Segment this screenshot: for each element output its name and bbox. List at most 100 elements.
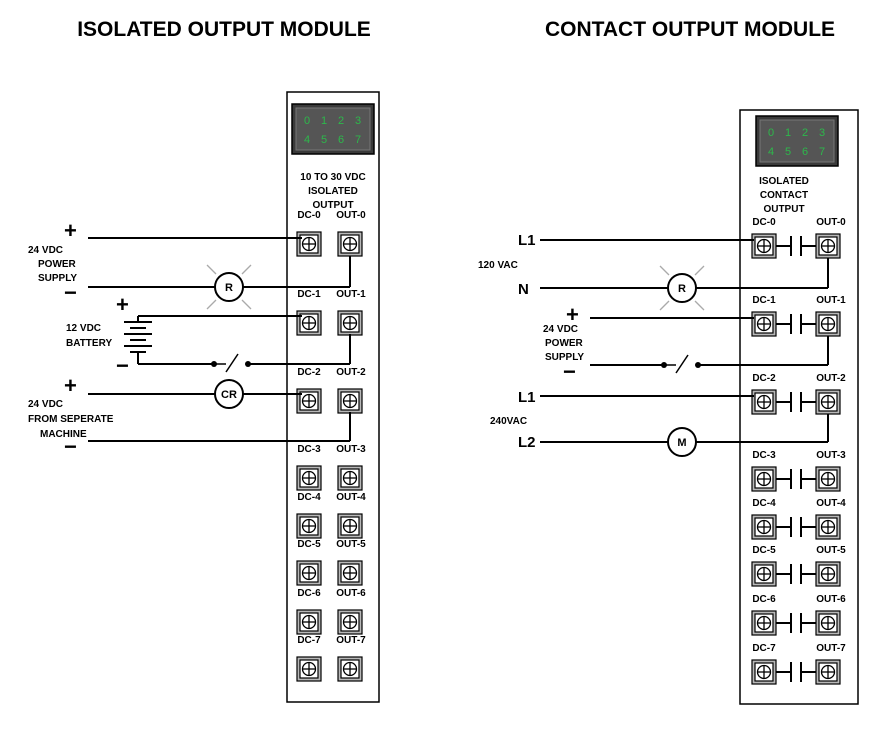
left-terminal-out-screw[interactable] bbox=[337, 609, 363, 635]
left-terminal-out-screw[interactable] bbox=[337, 310, 363, 336]
right-ac2-voltage: 240VAC bbox=[490, 416, 527, 427]
led-digit: 7 bbox=[355, 134, 361, 146]
contact-symbol bbox=[776, 314, 816, 334]
contact-symbol bbox=[776, 564, 816, 584]
right-terminal-out-screw[interactable] bbox=[815, 233, 841, 259]
right-terminal-out-screw[interactable] bbox=[815, 659, 841, 685]
right-terminal-dc-screw[interactable] bbox=[751, 561, 777, 587]
right-terminal-dc-screw[interactable] bbox=[751, 311, 777, 337]
svg-text:R: R bbox=[225, 282, 233, 294]
left-terminal-out-screw[interactable] bbox=[337, 656, 363, 682]
left-terminal-dc-screw[interactable] bbox=[296, 388, 322, 414]
right-terminal-out-screw[interactable] bbox=[815, 610, 841, 636]
left-supply1-minus: − bbox=[64, 280, 77, 305]
left-terminal-label-dc: DC-5 bbox=[297, 539, 321, 550]
right-terminal-label-dc: DC-5 bbox=[752, 545, 776, 556]
right-ac1-l1: L1 bbox=[518, 232, 536, 249]
contact-symbol bbox=[776, 517, 816, 537]
left-supply2-text1: 24 VDC bbox=[28, 399, 63, 410]
contact-symbol bbox=[776, 469, 816, 489]
right-load-m: M bbox=[667, 427, 697, 457]
led-digit: 4 bbox=[768, 146, 774, 158]
right-terminal-label-out: OUT-1 bbox=[816, 295, 846, 306]
right-terminal-dc-screw[interactable] bbox=[751, 389, 777, 415]
left-terminal-label-out: OUT-7 bbox=[336, 635, 366, 646]
left-supply2-text2: FROM SEPERATE bbox=[28, 414, 114, 425]
led-digit: 5 bbox=[785, 146, 791, 158]
left-supply1-plus: + bbox=[64, 218, 77, 243]
led-digit: 0 bbox=[768, 127, 774, 139]
right-terminal-label-dc: DC-4 bbox=[752, 498, 776, 509]
right-terminal-dc-screw[interactable] bbox=[751, 659, 777, 685]
led-digit: 0 bbox=[304, 115, 310, 127]
left-terminal-label-dc: DC-4 bbox=[297, 492, 321, 503]
left-terminal-out-screw[interactable] bbox=[337, 560, 363, 586]
left-supply2-plus: + bbox=[64, 373, 77, 398]
led-digit: 4 bbox=[304, 134, 310, 146]
svg-text:R: R bbox=[678, 283, 686, 295]
left-terminal-dc-screw[interactable] bbox=[296, 560, 322, 586]
left-terminal-dc-screw[interactable] bbox=[296, 656, 322, 682]
right-terminal-label-dc: DC-0 bbox=[752, 217, 776, 228]
left-terminal-dc-screw[interactable] bbox=[296, 310, 322, 336]
left-terminal-label-out: OUT-2 bbox=[336, 367, 366, 378]
left-terminal-out-screw[interactable] bbox=[337, 513, 363, 539]
left-supply2-text3: MACHINE bbox=[40, 429, 87, 440]
right-terminal-out-screw[interactable] bbox=[815, 466, 841, 492]
right-terminal-label-out: OUT-6 bbox=[816, 594, 846, 605]
left-wiring: + 24 VDC POWER SUPPLY − R + 12 VDC BATTE… bbox=[28, 218, 351, 459]
left-terminal-label-dc: DC-0 bbox=[297, 210, 321, 221]
left-terminal-dc-screw[interactable] bbox=[296, 465, 322, 491]
led-digit: 3 bbox=[819, 127, 825, 139]
left-terminal-out-screw[interactable] bbox=[337, 388, 363, 414]
left-terminal-label-dc: DC-3 bbox=[297, 444, 321, 455]
led-digit: 6 bbox=[338, 134, 344, 146]
right-terminal-out-screw[interactable] bbox=[815, 561, 841, 587]
led-digit: 3 bbox=[355, 115, 361, 127]
left-terminal-label-dc: DC-7 bbox=[297, 635, 321, 646]
right-supply-text2: POWER bbox=[545, 338, 584, 349]
led-digit: 1 bbox=[785, 127, 791, 139]
right-supply-plus: + bbox=[566, 302, 579, 327]
led-digit: 1 bbox=[321, 115, 327, 127]
right-terminal-dc-screw[interactable] bbox=[751, 466, 777, 492]
battery-symbol bbox=[124, 316, 152, 364]
left-terminal-dc-screw[interactable] bbox=[296, 513, 322, 539]
left-header-line1: 10 TO 30 VDC bbox=[300, 172, 365, 183]
right-terminal-dc-screw[interactable] bbox=[751, 514, 777, 540]
left-terminal-dc-screw[interactable] bbox=[296, 609, 322, 635]
right-terminal-out-screw[interactable] bbox=[815, 311, 841, 337]
left-terminal-dc-screw[interactable] bbox=[296, 231, 322, 257]
right-supply-text1: 24 VDC bbox=[543, 324, 578, 335]
left-header-line3: OUTPUT bbox=[312, 200, 353, 211]
right-header-line2: CONTACT bbox=[760, 190, 808, 201]
right-terminal-label-dc: DC-3 bbox=[752, 450, 776, 461]
left-battery-text1: 12 VDC bbox=[66, 323, 101, 334]
contact-symbol bbox=[776, 662, 816, 682]
right-terminal-out-screw[interactable] bbox=[815, 514, 841, 540]
left-terminal-label-dc: DC-1 bbox=[297, 289, 321, 300]
right-header-line1: ISOLATED bbox=[759, 176, 809, 187]
left-battery-text2: BATTERY bbox=[66, 338, 112, 349]
right-terminal-dc-screw[interactable] bbox=[751, 610, 777, 636]
right-terminal-out-screw[interactable] bbox=[815, 389, 841, 415]
left-supply1-text1: 24 VDC bbox=[28, 245, 63, 256]
right-supply-text3: SUPPLY bbox=[545, 352, 584, 363]
left-battery-minus: − bbox=[116, 353, 129, 378]
right-terminal-dc-screw[interactable] bbox=[751, 233, 777, 259]
led-digit: 7 bbox=[819, 146, 825, 158]
left-header-line2: ISOLATED bbox=[308, 186, 358, 197]
left-terminal-out-screw[interactable] bbox=[337, 465, 363, 491]
right-header-line3: OUTPUT bbox=[763, 204, 804, 215]
left-supply1-text3: SUPPLY bbox=[38, 273, 77, 284]
right-wiring: L1 120 VAC N R + 24 VDC POWER SUPPLY − bbox=[478, 232, 829, 457]
left-terminal-label-out: OUT-3 bbox=[336, 444, 366, 455]
right-terminal-label-out: OUT-0 bbox=[816, 217, 846, 228]
right-ac1-voltage: 120 VAC bbox=[478, 260, 518, 271]
contact-symbol bbox=[776, 392, 816, 412]
left-terminal-label-out: OUT-1 bbox=[336, 289, 366, 300]
left-terminal-out-screw[interactable] bbox=[337, 231, 363, 257]
